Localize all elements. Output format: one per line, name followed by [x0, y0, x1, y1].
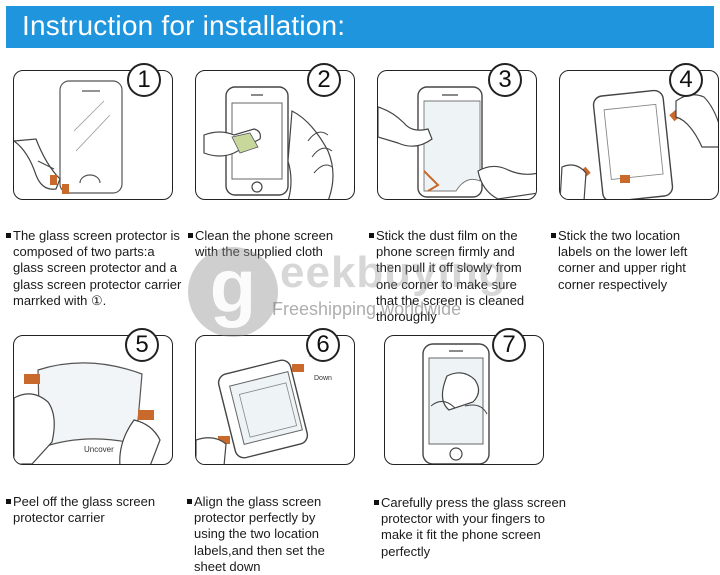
bullet	[6, 233, 11, 238]
step-number-badge: 5	[125, 328, 159, 362]
step-3-illustration	[377, 70, 537, 200]
bullet	[551, 233, 556, 238]
header-banner: Instruction for installation:	[6, 6, 714, 48]
clean-screen-drawing	[203, 86, 334, 199]
bullet	[6, 499, 11, 504]
step-number-badge: 1	[127, 63, 161, 97]
step-1-description: The glass screen protector is composed o…	[6, 228, 184, 309]
step-number-badge: 3	[488, 63, 522, 97]
step-2-description: Clean the phone screen with the supplied…	[188, 228, 350, 260]
step-number-badge: 2	[307, 63, 341, 97]
bullet	[187, 499, 192, 504]
step-number-badge: 7	[492, 328, 526, 362]
step-6-description: Align the glass screen protector perfect…	[187, 494, 345, 575]
watermark-tagline: Freeshipping worldwide	[272, 299, 462, 319]
press-protector-drawing	[422, 343, 490, 464]
bullet	[188, 233, 193, 238]
dust-film-drawing	[378, 86, 536, 199]
step-number-badge: 4	[669, 63, 703, 97]
align-protector-drawing: Down	[196, 340, 332, 464]
peel-carrier-drawing: Uncover	[14, 362, 161, 464]
screen-protector-parts-drawing	[14, 80, 123, 194]
down-label: Down	[314, 375, 332, 382]
step-4-description: Stick the two location labels on the low…	[551, 228, 715, 293]
step-5-description: Peel off the glass screen protector carr…	[6, 494, 182, 526]
watermark-brand: eekbuying	[280, 248, 507, 297]
page-title: Instruction for installation:	[22, 10, 346, 41]
step-number-badge: 6	[306, 328, 340, 362]
location-labels-drawing	[560, 89, 718, 199]
bullet	[369, 233, 374, 238]
step-7-description: Carefully press the glass screen protect…	[374, 495, 574, 560]
watermark-logo-letter: g	[209, 244, 257, 329]
step-3-description: Stick the dust film on the phone screen …	[369, 228, 541, 325]
watermark-logo: g	[188, 247, 278, 337]
uncover-label: Uncover	[84, 445, 114, 454]
bullet	[374, 500, 379, 505]
step-5-illustration: Uncover	[13, 335, 173, 465]
